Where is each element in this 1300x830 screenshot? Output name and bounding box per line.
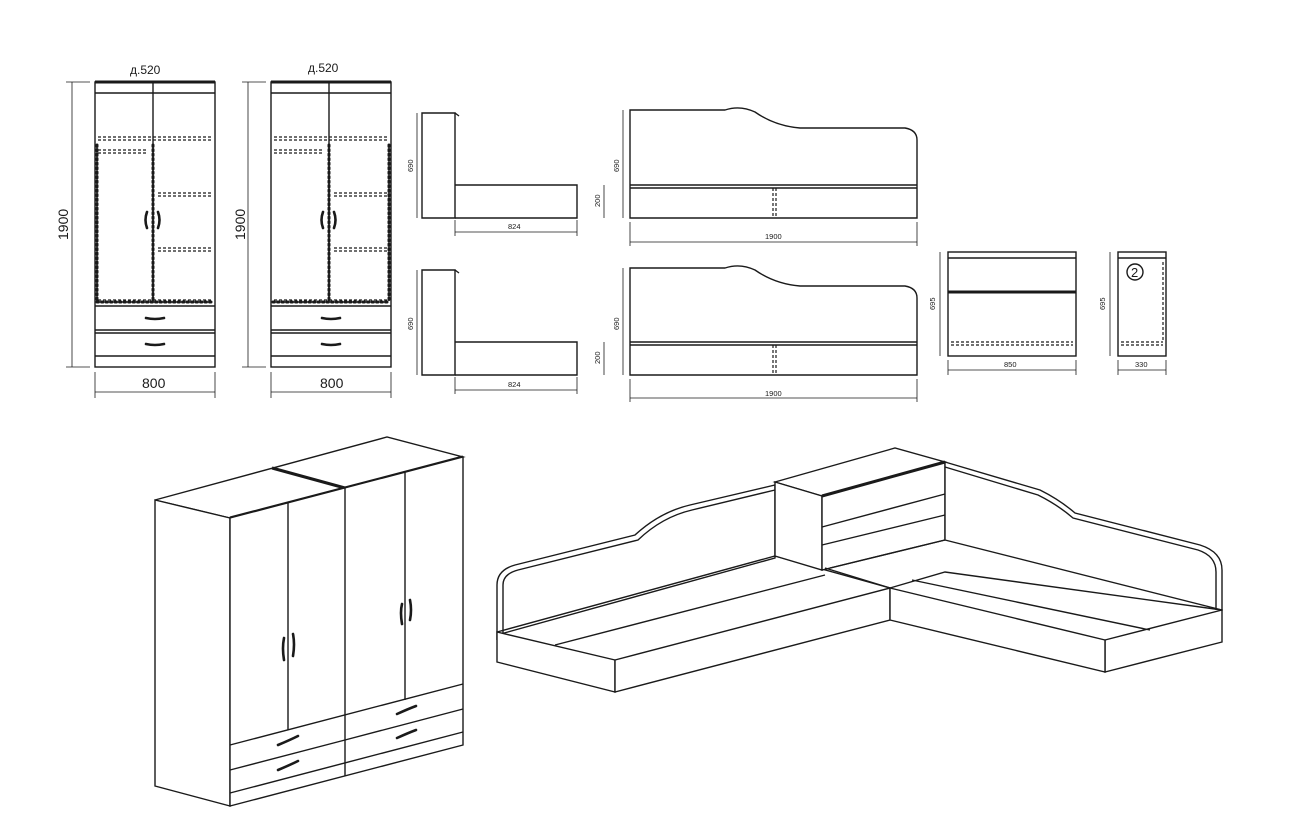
- wardrobe-left-view: [66, 80, 216, 398]
- chest-front-height: 695: [928, 297, 937, 310]
- chest-side-depth: 330: [1135, 360, 1148, 369]
- bed-side-bottom-length: 824: [508, 380, 521, 389]
- wardrobe-right-width: 800: [320, 375, 344, 391]
- bed-side-top-height: 690: [406, 159, 415, 172]
- chest-side-badge: 2: [1131, 265, 1138, 280]
- chest-side-height: 695: [1098, 297, 1107, 310]
- wardrobe-left-width: 800: [142, 375, 166, 391]
- bed-side-top-length: 824: [508, 222, 521, 231]
- bed-front-top-height: 690: [612, 159, 621, 172]
- bed-side-bottom-base: 200: [593, 351, 602, 364]
- bed-side-top-base: 200: [593, 194, 602, 207]
- wardrobe-right-depth: д.520: [308, 61, 339, 75]
- bed-side-view-top: [416, 112, 605, 236]
- chest-front-view: [939, 251, 1077, 375]
- bed-front-view-bottom: [622, 265, 918, 402]
- bed-side-bottom-height: 690: [406, 317, 415, 330]
- bed-side-view-bottom: [416, 269, 605, 394]
- chest-front-width: 850: [1004, 360, 1017, 369]
- bed-front-view-top: [622, 107, 918, 246]
- bed-front-bottom-height: 690: [612, 317, 621, 330]
- wardrobe-right-view: [242, 80, 392, 398]
- wardrobe-left-depth: д.520: [130, 63, 161, 77]
- wardrobe-right-height: 1900: [232, 209, 248, 240]
- chest-side-view: [1109, 251, 1167, 375]
- wardrobe-left-height: 1900: [55, 209, 71, 240]
- corner-bed-isometric: [496, 447, 1223, 693]
- bed-front-bottom-length: 1900: [765, 389, 782, 398]
- bed-front-top-length: 1900: [765, 232, 782, 241]
- wardrobe-isometric: [154, 436, 466, 807]
